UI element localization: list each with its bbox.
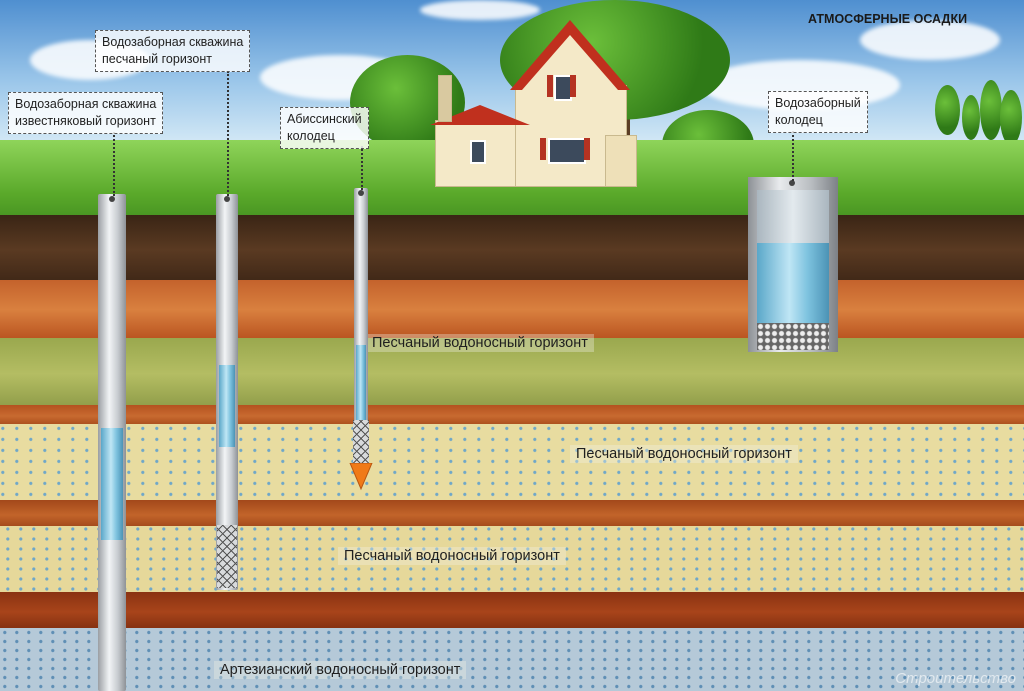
clay-layer-3 (0, 500, 1024, 530)
sand-horizon-label-2: Песчаный водоносный горизонт (570, 445, 798, 463)
tree-far-3 (980, 80, 1002, 140)
limestone-borehole-label-line2: известняковый горизонт (15, 114, 156, 128)
sand-aquifer-layer-3 (0, 526, 1024, 596)
abyssinian-well-label-line2: колодец (287, 129, 335, 143)
sand-borehole-water (219, 365, 235, 447)
tree-far-1 (935, 85, 960, 135)
sand-borehole-label: Водозаборная скважина песчаный горизонт (95, 30, 251, 72)
dug-well-water (757, 243, 829, 325)
limestone-borehole-water (101, 428, 123, 540)
artesian-aquifer-layer (0, 628, 1024, 691)
dug-well-label: Водозаборный колодец (768, 91, 868, 133)
dug-well-gravel (757, 323, 829, 350)
sand-horizon-label-3: Песчаный водоносный горизонт (338, 547, 566, 565)
dug-well-label-line1: Водозаборный (775, 96, 861, 110)
sand-horizon-label-1: Песчаный водоносный горизонт (366, 334, 594, 352)
clay-layer-4 (0, 592, 1024, 632)
limestone-borehole-label: Водозаборная скважина известняковый гори… (8, 92, 164, 134)
abyssinian-well-water (356, 345, 366, 420)
dug-well-label-line2: колодец (775, 113, 823, 127)
precipitation-label: АТМОСФЕРНЫЕ ОСАДКИ (808, 12, 968, 26)
abyssinian-well-tip (349, 463, 373, 491)
limestone-borehole-label-line1: Водозаборная скважина (15, 97, 157, 111)
topsoil-layer (0, 215, 1024, 285)
sand-borehole-filter (217, 525, 237, 588)
sand-aquifer-layer-1 (0, 338, 1024, 410)
tree-far-4 (1000, 90, 1022, 145)
sand-borehole-label-line2: песчаный горизонт (102, 52, 212, 66)
abyssinian-well-filter (353, 420, 369, 465)
clay-layer-2 (0, 405, 1024, 427)
watermark: Строительство (895, 670, 1016, 687)
abyssinian-well-label-line1: Абиссинский (287, 112, 362, 126)
abyssinian-well-label: Абиссинский колодец (280, 107, 369, 149)
house (430, 20, 645, 190)
sand-aquifer-layer-2 (0, 424, 1024, 506)
tree-far-2 (962, 95, 980, 140)
clay-layer-1 (0, 280, 1024, 340)
sand-borehole-label-line1: Водозаборная скважина (102, 35, 244, 49)
artesian-horizon-label: Артезианский водоносный горизонт (214, 661, 467, 679)
